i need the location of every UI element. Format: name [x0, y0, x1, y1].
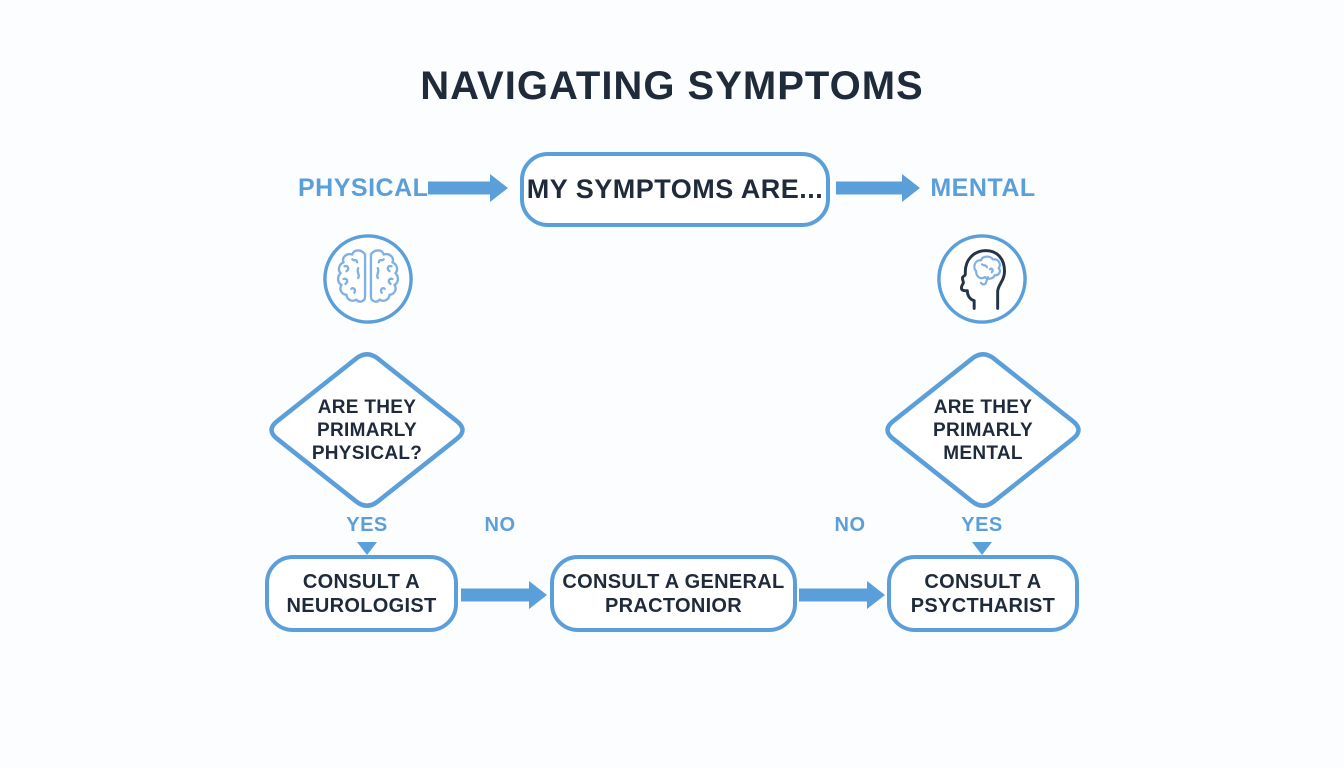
physical-no-label: NO [484, 514, 516, 536]
question-line: ARE THEY [933, 396, 1033, 418]
arrow-neurologist-to-general [461, 578, 547, 612]
result-line: NEUROLOGIST [286, 594, 437, 617]
result-line: CONSULT A GENERAL [562, 570, 785, 593]
question-line: PRIMARLY [317, 419, 417, 441]
general-practitioner-box: CONSULT A GENERAL PRACTONIOR [550, 555, 797, 632]
question-line: MENTAL [943, 442, 1023, 464]
arrow-physical-to-symptoms [428, 173, 508, 203]
arrow-shaft [836, 181, 906, 195]
arrow-shaft [428, 181, 494, 195]
page-title: NAVIGATING SYMPTOMS [420, 64, 924, 108]
mental-question-diamond: ARE THEY PRIMARLY MENTAL [877, 345, 1089, 515]
brain-icon [321, 232, 415, 326]
physical-label: PHYSICAL [298, 174, 429, 202]
arrow-general-to-psychiatrist [799, 578, 885, 612]
result-line: PRACTONIOR [604, 594, 743, 617]
mental-question-text: ARE THEY PRIMARLY MENTAL [877, 345, 1089, 515]
arrow-symptoms-to-mental [836, 173, 920, 203]
down-arrow-icon [357, 542, 377, 555]
result-line: CONSULT A [302, 570, 421, 593]
psychiatrist-box: CONSULT A PSYCTHARIST [887, 555, 1079, 632]
mental-yes-label: YES [961, 514, 1003, 536]
physical-yes-label: YES [346, 514, 388, 536]
question-line: PHYSICAL? [311, 442, 423, 464]
down-arrow-icon [972, 542, 992, 555]
symptoms-box: MY SYMPTOMS ARE... [520, 152, 830, 227]
mental-no-label: NO [834, 514, 866, 536]
arrow-head-icon [867, 581, 885, 609]
arrow-shaft [799, 588, 871, 602]
mental-label: MENTAL [930, 174, 1036, 202]
physical-question-diamond: ARE THEY PRIMARLY PHYSICAL? [261, 345, 473, 515]
physical-question-text: ARE THEY PRIMARLY PHYSICAL? [261, 345, 473, 515]
arrow-head-icon [529, 581, 547, 609]
head-brain-icon [935, 232, 1029, 326]
neurologist-box: CONSULT A NEUROLOGIST [265, 555, 458, 632]
arrow-head-icon [902, 174, 920, 202]
symptoms-box-label: MY SYMPTOMS ARE... [526, 174, 824, 204]
result-line: CONSULT A [924, 570, 1042, 593]
arrow-head-icon [490, 174, 508, 202]
question-line: PRIMARLY [933, 419, 1033, 441]
question-line: ARE THEY [317, 396, 417, 418]
arrow-shaft [461, 588, 533, 602]
result-line: PSYCTHARIST [910, 594, 1056, 617]
